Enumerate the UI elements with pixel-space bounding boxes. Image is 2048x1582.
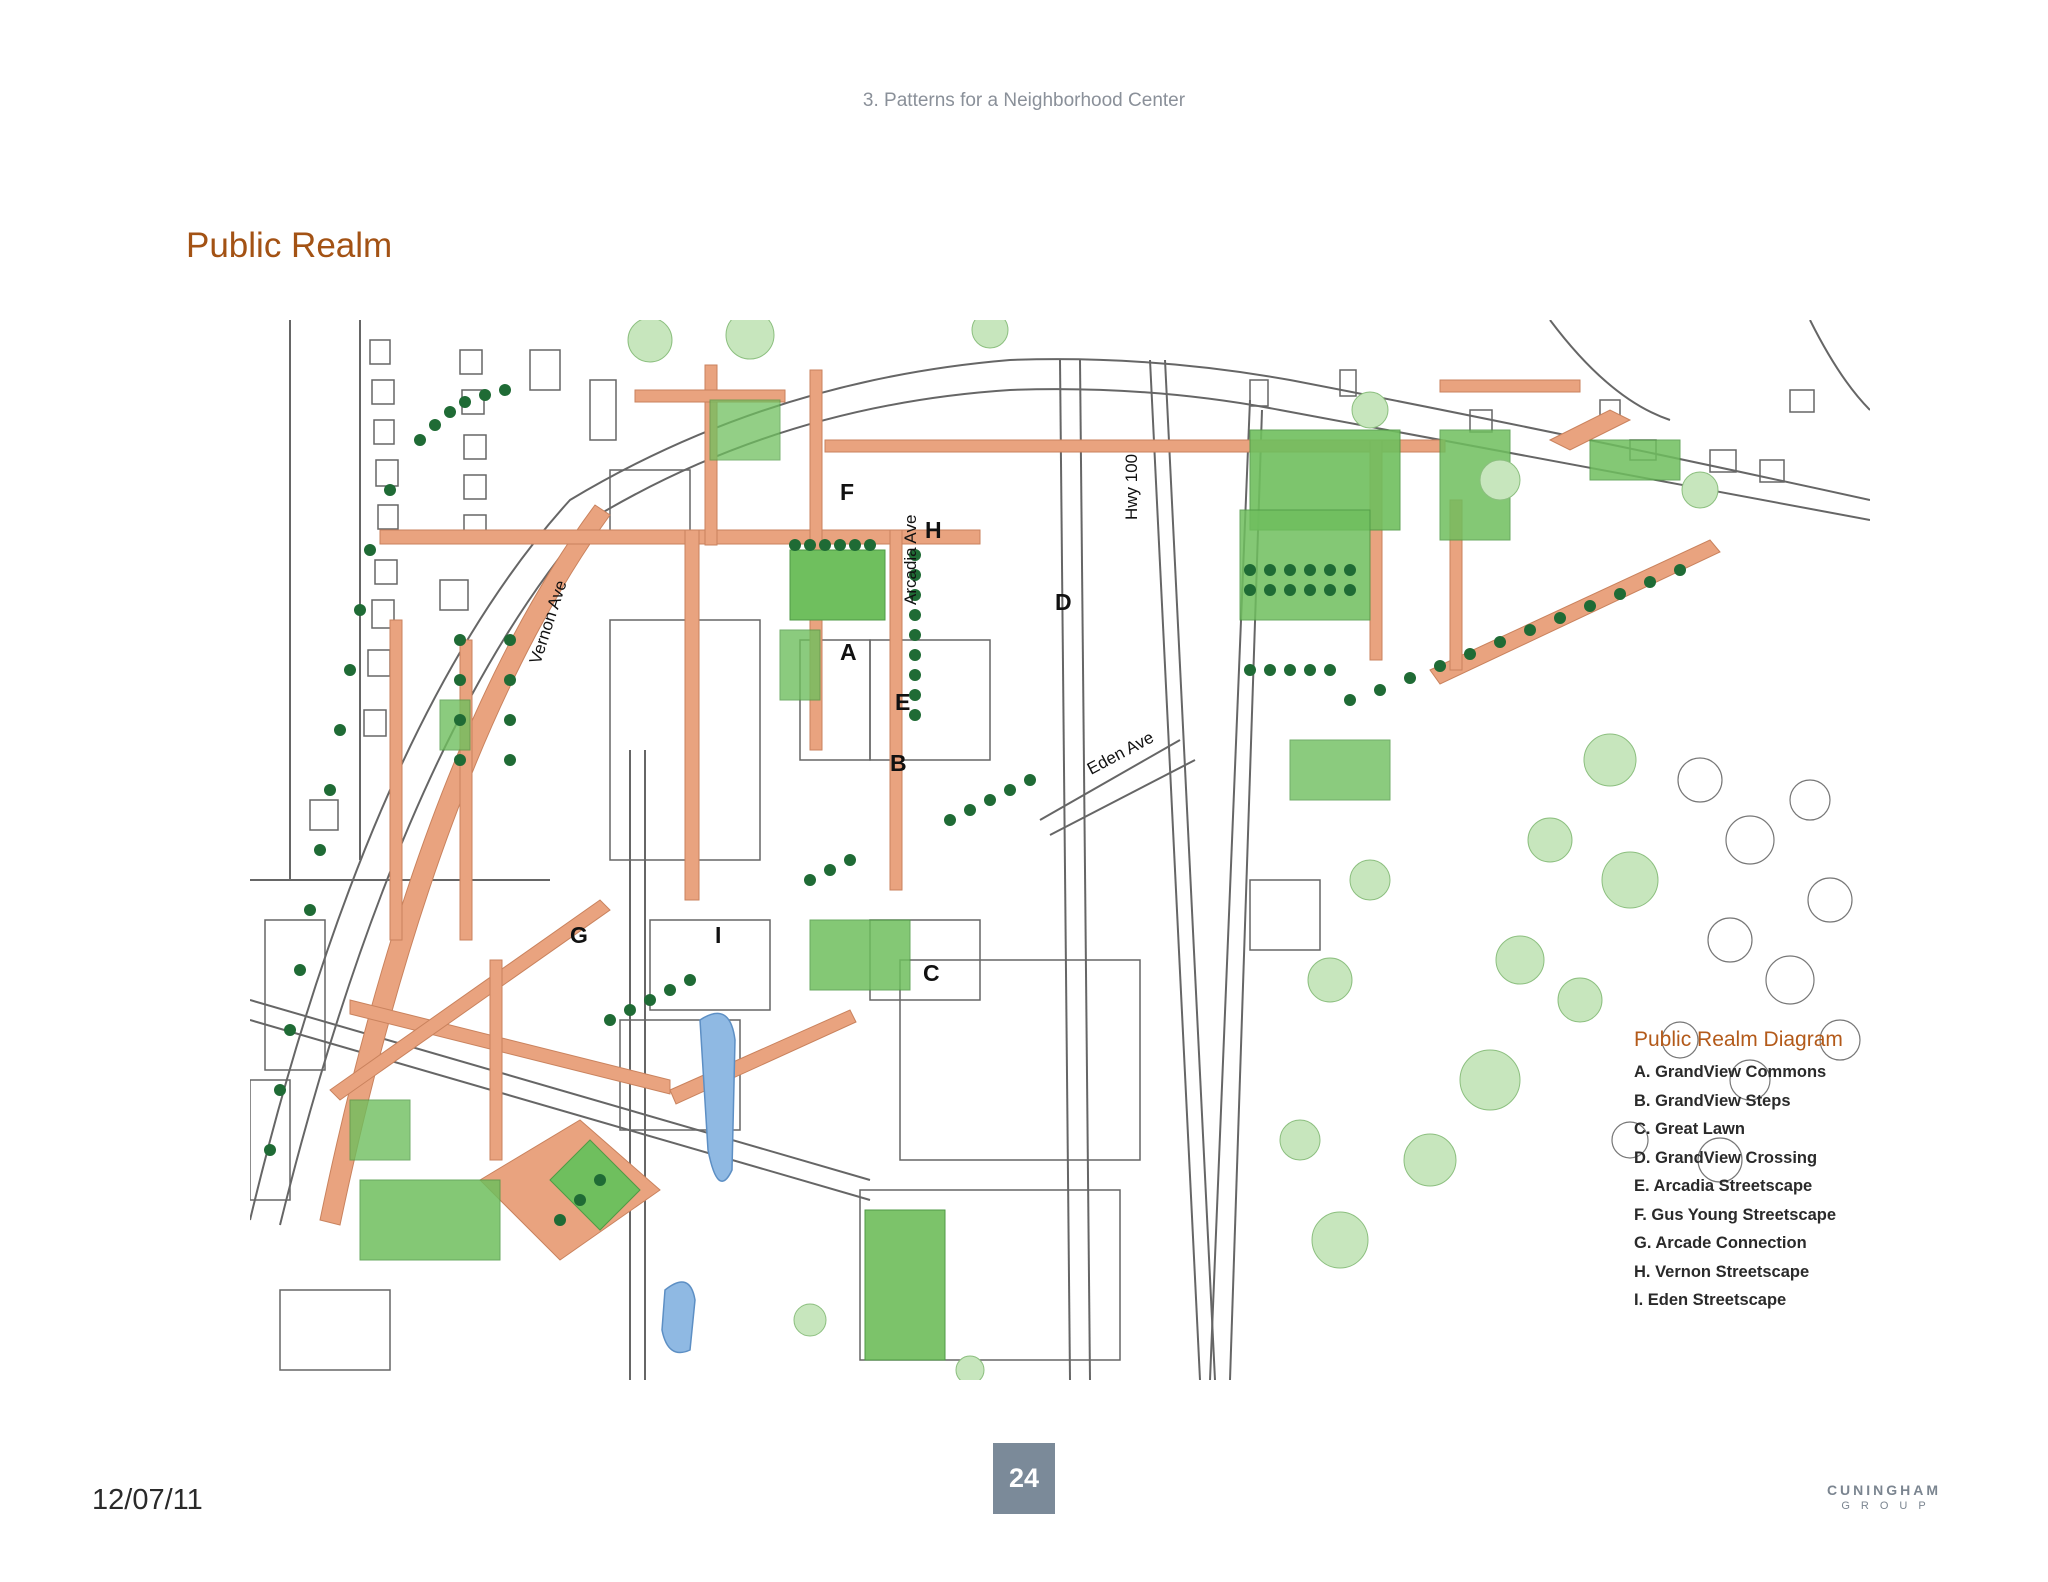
map-key-a: A <box>840 639 857 665</box>
legend: Public Realm Diagram A. GrandView Common… <box>1634 1028 1843 1315</box>
map-key-f: F <box>840 479 854 505</box>
map-key-d: D <box>1055 589 1072 615</box>
logo-wordmark: CUNINGHAM <box>1826 1482 1942 1498</box>
legend-item: D. GrandView Crossing <box>1634 1148 1818 1167</box>
walkways <box>319 364 1721 1261</box>
tree-canopies <box>627 320 1719 1380</box>
street-label-eden: Eden Ave <box>1084 728 1157 779</box>
legend-item: H. Vernon Streetscape <box>1634 1262 1810 1281</box>
public-realm-map: Vernon Ave Arcadia Ave Hwy 100 Eden Ave … <box>250 320 1870 1380</box>
page-title: Public Realm <box>186 226 393 265</box>
street-trees <box>264 384 1686 1226</box>
street-label-hwy: Hwy 100 <box>1122 454 1141 520</box>
legend-item: E. Arcadia Streetscape <box>1634 1177 1813 1195</box>
section-header: 3. Patterns for a Neighborhood Center <box>862 90 1186 111</box>
legend-item: F. Gus Young Streetscape <box>1634 1205 1837 1224</box>
green-spaces <box>349 399 1681 1361</box>
legend-item: A. GrandView Commons <box>1634 1063 1827 1081</box>
legend-item: I. Eden Streetscape <box>1634 1291 1787 1309</box>
company-logo: CUNINGHAM GROUP <box>1820 1482 1948 1512</box>
map-key-i: I <box>715 922 721 948</box>
map-key-g: G <box>570 922 588 948</box>
logo-subtitle: GROUP <box>1841 1500 1937 1512</box>
map-key-e: E <box>895 689 910 715</box>
map-key-h: H <box>925 517 942 543</box>
legend-item: C. Great Lawn <box>1634 1120 1745 1138</box>
legend-title: Public Realm Diagram <box>1634 1028 1843 1051</box>
ponds <box>661 1012 736 1354</box>
legend-item: G. Arcade Connection <box>1634 1234 1807 1252</box>
map-key-c: C <box>923 960 940 986</box>
legend-item: B. GrandView Steps <box>1634 1091 1791 1110</box>
map-key-b: B <box>890 750 907 776</box>
footer-date: 12/07/11 <box>92 1484 203 1516</box>
street-label-arcadia: Arcadia Ave <box>901 515 920 605</box>
tree-outlines <box>1611 757 1861 1183</box>
page-number-badge: 24 <box>993 1443 1055 1514</box>
